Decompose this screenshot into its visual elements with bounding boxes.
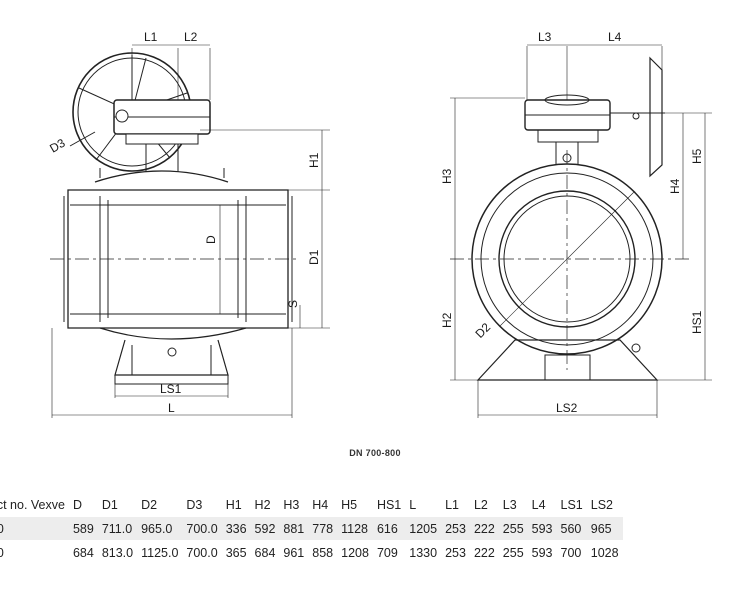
table-cell: 1028 — [586, 540, 623, 564]
valve-technical-drawing: L1 L2 D3 H1 D D1 S LS1 L L3 L4 H3 H4 H5 … — [47, 30, 712, 418]
table-cell: 1208 — [337, 540, 373, 564]
col-header: D1 — [101, 497, 118, 512]
col-header: L2 — [473, 497, 488, 512]
dimension-labels: L1 L2 D3 H1 D D1 S LS1 L L3 L4 H3 H4 H5 … — [47, 30, 704, 415]
col-header: D2 — [141, 497, 158, 512]
table-cell: 4800 — [0, 540, 69, 564]
table-cell: 965.0 — [137, 516, 183, 541]
table-cell: 813.0 — [97, 540, 138, 564]
col-header: L1 — [445, 497, 459, 512]
table-cell: 1205 — [405, 516, 442, 541]
table-cell: 700 — [556, 540, 587, 564]
table-cell: 222 — [469, 516, 499, 541]
table-cell: 253 — [441, 540, 470, 564]
table-cell: 255 — [498, 516, 528, 541]
table-cell: 881 — [279, 516, 309, 541]
label-H4: H4 — [668, 178, 682, 194]
table-row: 4800 684 813.0 1125.0 700.0 365 684 961 … — [0, 540, 623, 564]
front-view — [450, 44, 712, 418]
col-header: D3 — [186, 497, 203, 512]
table-cell: 709 — [372, 540, 406, 564]
drawing-caption: DN 700-800 — [349, 448, 401, 458]
side-gearbox — [113, 99, 211, 145]
side-view — [50, 44, 330, 418]
table-cell: 336 — [221, 516, 251, 541]
table-cell: 711.0 — [97, 516, 138, 541]
table-cell: 700.0 — [182, 540, 222, 564]
table-cell: 255 — [498, 540, 528, 564]
table-cell: 1125.0 — [137, 540, 183, 564]
label-H2: H2 — [440, 312, 454, 328]
table-cell: 1330 — [405, 540, 442, 564]
table-cell: 684 — [250, 540, 280, 564]
table-row: 4700 589 711.0 965.0 700.0 336 592 881 7… — [0, 516, 623, 541]
label-HS1: HS1 — [690, 310, 704, 334]
label-D2: D2 — [473, 320, 494, 341]
col-header: H4 — [312, 497, 329, 512]
col-header: LS1 — [560, 497, 583, 512]
label-L1: L1 — [144, 30, 158, 44]
table-cell: 560 — [556, 516, 587, 541]
label-D1: D1 — [307, 249, 321, 265]
col-header: H5 — [341, 497, 358, 512]
label-S: S — [286, 300, 300, 308]
table-cell: 700.0 — [182, 516, 222, 541]
label-L4: L4 — [608, 30, 622, 44]
col-header: HS1 — [376, 497, 402, 512]
dimension-table: oduct no. Vexve D D1 D2 D3 H1 H2 H3 H4 H… — [0, 493, 623, 564]
col-header: H3 — [283, 497, 300, 512]
table-cell: 592 — [250, 516, 280, 541]
table-cell: 1128 — [337, 516, 373, 541]
table-cell: 4700 — [0, 516, 69, 541]
col-header: D — [72, 497, 82, 512]
table-cell: 616 — [372, 516, 406, 541]
col-header: LS2 — [590, 497, 614, 512]
table-header-row: oduct no. Vexve D D1 D2 D3 H1 H2 H3 H4 H… — [0, 493, 623, 517]
label-L3: L3 — [538, 30, 552, 44]
col-header: H1 — [225, 497, 242, 512]
table-cell: 593 — [527, 516, 557, 541]
table-cell: 589 — [68, 516, 98, 541]
table-cell: 365 — [221, 540, 251, 564]
label-LS1: LS1 — [160, 382, 182, 396]
col-header: L4 — [531, 497, 546, 512]
label-H5: H5 — [690, 148, 704, 164]
label-D3: D3 — [47, 136, 68, 156]
table-cell: 222 — [469, 540, 499, 564]
label-H1: H1 — [307, 152, 321, 168]
table-cell: 593 — [527, 540, 557, 564]
col-header: H2 — [254, 497, 271, 512]
col-header: oduct no. Vexve — [0, 497, 65, 512]
table-cell: 778 — [308, 516, 338, 541]
table-cell: 858 — [308, 540, 338, 564]
col-header: L3 — [502, 497, 517, 512]
table-cell: 684 — [68, 540, 98, 564]
table-cell: 253 — [441, 516, 470, 541]
label-D: D — [204, 235, 218, 244]
table-cell: 961 — [279, 540, 309, 564]
label-L: L — [168, 401, 175, 415]
label-L2: L2 — [184, 30, 198, 44]
table-cell: 965 — [586, 516, 623, 541]
label-LS2: LS2 — [556, 401, 578, 415]
label-H3: H3 — [440, 168, 454, 184]
col-header: L — [409, 497, 417, 512]
